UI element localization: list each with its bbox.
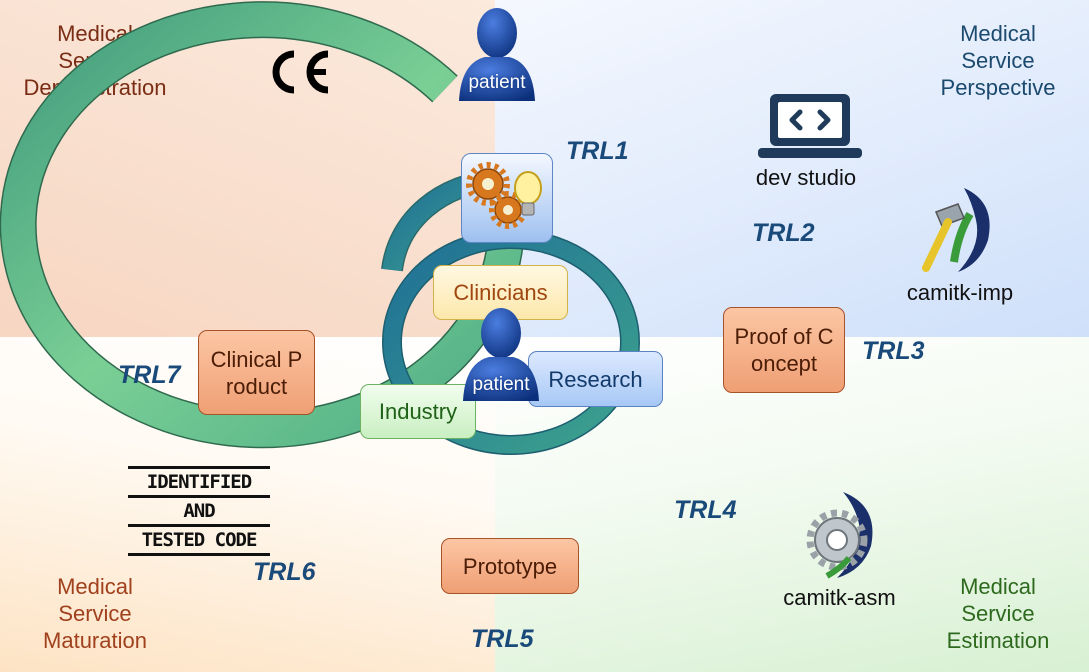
trl-label-7: TRL7: [118, 361, 181, 389]
person-silhouette-icon: [463, 308, 539, 401]
trl-label-5: TRL5: [471, 625, 534, 653]
stage-clinical-product: Clinical Product: [198, 330, 315, 415]
gears-lightbulb-icon: [466, 162, 542, 229]
patient-label-top: patient: [468, 72, 526, 93]
stamp-line-1: IDENTIFIED: [128, 466, 270, 498]
stamp-line-3: TESTED CODE: [128, 524, 270, 556]
stage-proof-of-concept: Proof of Concept: [723, 307, 845, 393]
identified-tested-code-stamp: IDENTIFIED AND TESTED CODE: [128, 466, 270, 556]
idea-tile: [461, 153, 553, 243]
camitk-asm-gear-icon: [806, 492, 873, 579]
person-silhouette-icon: [459, 8, 535, 101]
patient-label-center: patient: [472, 374, 530, 395]
center-research: Research: [528, 351, 663, 407]
trl-label-4: TRL4: [674, 496, 737, 524]
tool-label-dev-studio: dev studio: [755, 165, 857, 190]
stamp-line-2: AND: [183, 500, 215, 522]
trl-label-1: TRL1: [566, 137, 629, 165]
trl-label-2: TRL2: [752, 219, 815, 247]
stage-prototype: Prototype: [441, 538, 579, 594]
spiral-outer-band-fill: [1, 2, 524, 447]
trl-label-6: TRL6: [253, 558, 316, 586]
corner-label-maturation: Medical Service Maturation: [43, 574, 147, 653]
tool-label-camitk-imp: camitk-imp: [906, 280, 1014, 305]
center-industry: Industry: [360, 384, 476, 439]
camitk-imp-hammer-icon: [922, 188, 990, 272]
corner-label-perspective: Medical Service Perspective: [940, 21, 1056, 100]
trl-label-3: TRL3: [862, 337, 925, 365]
corner-label-estimation: Medical Service Estimation: [946, 574, 1050, 653]
ce-mark-icon: [272, 50, 329, 94]
laptop-code-icon: [758, 94, 862, 158]
tool-label-camitk-asm: camitk-asm: [783, 585, 896, 610]
